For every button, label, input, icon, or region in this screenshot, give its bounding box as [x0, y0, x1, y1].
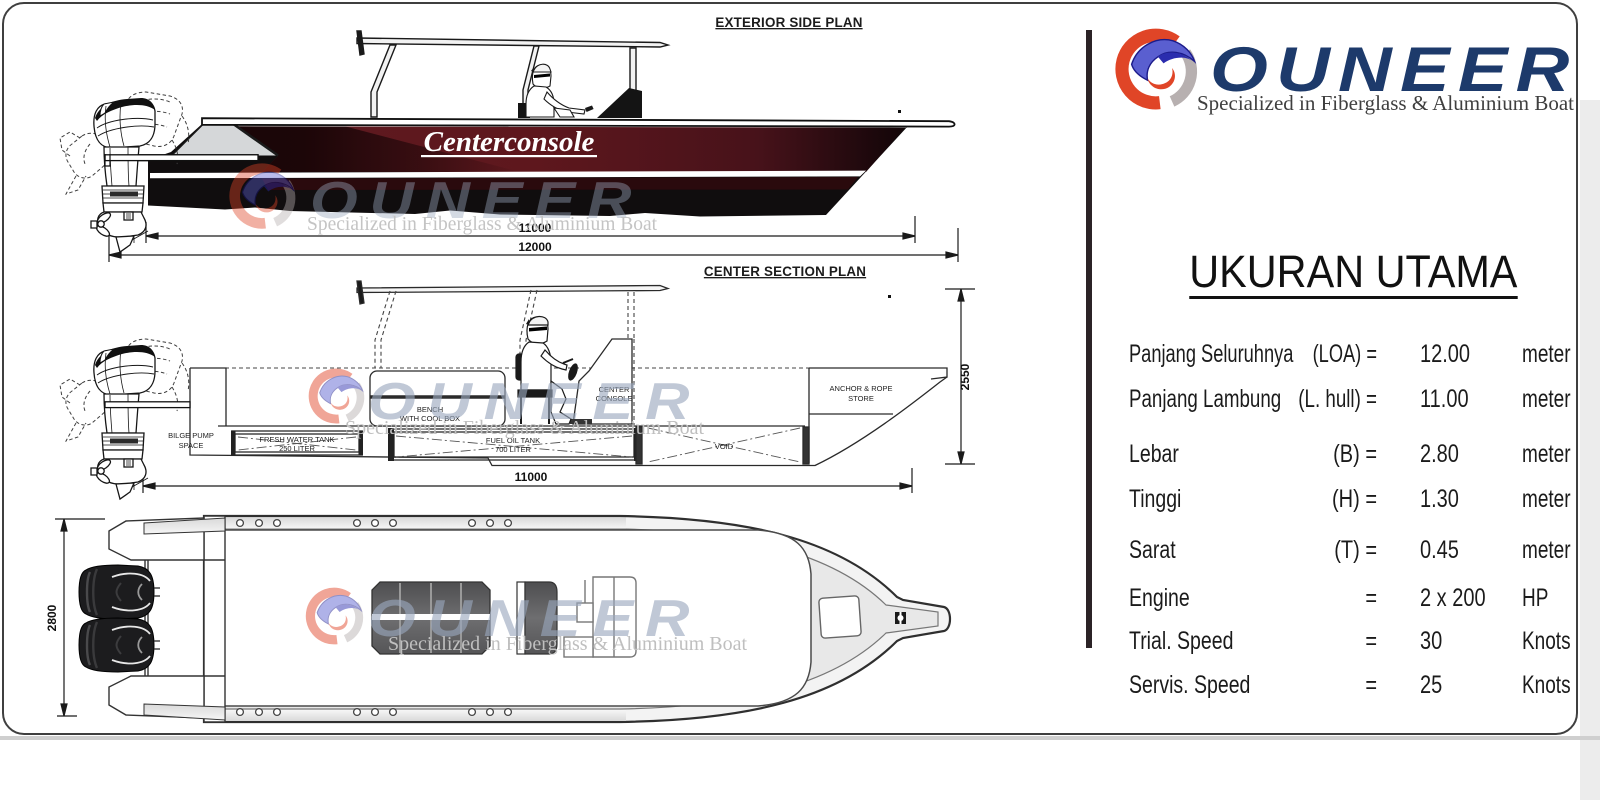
svg-text:2800: 2800 [45, 604, 59, 631]
svg-text:2550: 2550 [958, 363, 972, 390]
svg-text:OUNEER: OUNEER [368, 590, 701, 648]
svg-text:CENTER SECTION PLAN: CENTER SECTION PLAN [704, 264, 866, 279]
svg-text:BILGE PUMP: BILGE PUMP [168, 431, 214, 440]
svg-text:Specialized in Fiberglass & Al: Specialized in Fiberglass & Aluminium Bo… [388, 633, 747, 655]
svg-text:VOID: VOID [715, 442, 734, 451]
svg-text:250 LITER: 250 LITER [279, 444, 315, 453]
svg-text:CONSOLE: CONSOLE [596, 394, 633, 403]
svg-text:CENTER: CENTER [599, 385, 630, 394]
svg-text:11000: 11000 [519, 221, 552, 235]
svg-text:ANCHOR & ROPE: ANCHOR & ROPE [830, 384, 893, 393]
svg-text:WITH COOL BOX: WITH COOL BOX [400, 414, 460, 423]
svg-text:700 LITER: 700 LITER [495, 445, 531, 454]
svg-text:OUNEER: OUNEER [310, 172, 643, 230]
svg-text:FUEL OIL TANK: FUEL OIL TANK [486, 436, 540, 445]
svg-text:Specialized in Fiberglass & Al: Specialized in Fiberglass & Aluminium Bo… [307, 214, 658, 235]
svg-text:Centerconsole: Centerconsole [424, 126, 595, 158]
svg-text:Specialized in Fiberglass & Al: Specialized in Fiberglass & Aluminium Bo… [345, 417, 704, 439]
svg-text:STORE: STORE [848, 394, 874, 403]
svg-text:BENCH: BENCH [417, 405, 443, 414]
svg-text:OUNEER: OUNEER [368, 373, 701, 431]
svg-text:EXTERIOR SIDE PLAN: EXTERIOR SIDE PLAN [715, 15, 862, 30]
svg-text:12000: 12000 [518, 240, 552, 254]
svg-text:SPACE: SPACE [179, 441, 204, 450]
svg-text:11000: 11000 [515, 470, 548, 484]
svg-text:FRESH WATER TANK: FRESH WATER TANK [259, 435, 334, 444]
